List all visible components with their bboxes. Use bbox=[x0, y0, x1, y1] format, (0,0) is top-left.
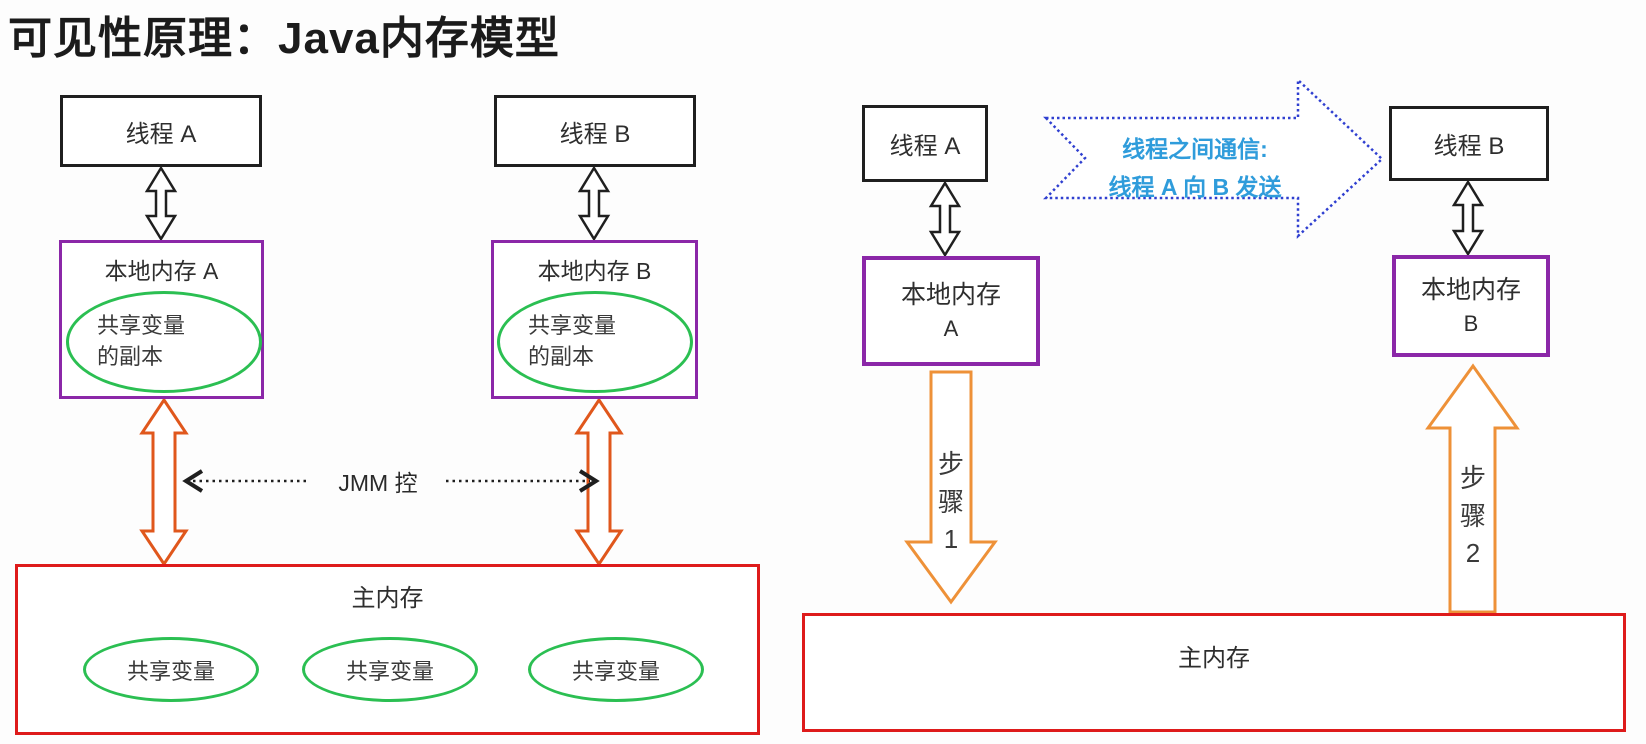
right-thread-a-label: 线程 A bbox=[889, 133, 961, 160]
left-thread-a-box: 线程 A bbox=[60, 95, 262, 167]
right-local-memory-a-line2: A bbox=[943, 316, 959, 342]
right-thread-b-box: 线程 B bbox=[1389, 106, 1549, 181]
black-double-arrow-b-icon bbox=[577, 165, 611, 242]
black-double-arrow-a-icon bbox=[144, 165, 178, 242]
left-local-memory-b-label: 本地内存 B bbox=[537, 258, 652, 284]
left-thread-b-label: 线程 B bbox=[559, 120, 631, 148]
shared-variable-label: 共享变量 bbox=[571, 658, 660, 684]
shared-variable-copy-ellipse-b: 共享变量 的副本 bbox=[497, 291, 693, 393]
shared-variable-ellipse-2: 共享变量 bbox=[302, 637, 478, 702]
comm-line-1: 线程之间通信: bbox=[1122, 136, 1268, 162]
right-local-memory-b-line2: B bbox=[1463, 311, 1479, 337]
shared-variable-label: 共享变量 bbox=[126, 658, 215, 684]
right-local-memory-a-box: 本地内存 A bbox=[862, 256, 1040, 366]
step2-up-arrow-icon bbox=[1425, 363, 1520, 614]
step2-label: 步骤2 bbox=[1459, 463, 1486, 569]
right-main-memory-box: 主内存 bbox=[802, 613, 1626, 732]
shared-variable-ellipse-3: 共享变量 bbox=[528, 637, 704, 702]
copy-line-1: 共享变量 bbox=[97, 313, 186, 339]
step1-down-arrow-icon bbox=[904, 370, 998, 605]
copy-line-2: 的副本 bbox=[528, 344, 595, 369]
left-main-memory-label: 主内存 bbox=[351, 585, 424, 612]
shared-variable-ellipse-1: 共享变量 bbox=[83, 637, 259, 702]
orange-double-arrow-a-icon bbox=[139, 397, 189, 567]
jmm-dotted-arrow-right-head-icon bbox=[578, 469, 600, 493]
page-title: 可见性原理：Java内存模型 bbox=[8, 14, 560, 63]
shared-variable-copy-ellipse-a: 共享变量 的副本 bbox=[66, 291, 262, 393]
jmm-dotted-arrow-left-head-icon bbox=[182, 469, 204, 493]
comm-line-2: 线程 A 向 B 发送 bbox=[1108, 174, 1282, 200]
jmm-control-label: JMM 控 bbox=[338, 470, 418, 496]
copy-line-1: 共享变量 bbox=[528, 313, 617, 339]
copy-line-2: 的副本 bbox=[97, 344, 164, 369]
black-double-arrow-right-a-icon bbox=[928, 180, 962, 258]
right-thread-b-label: 线程 B bbox=[1433, 133, 1505, 160]
left-thread-b-box: 线程 B bbox=[494, 95, 696, 167]
right-local-memory-b-box: 本地内存 B bbox=[1392, 255, 1550, 357]
right-main-memory-label: 主内存 bbox=[1178, 645, 1250, 672]
thread-communication-text: 线程之间通信: 线程 A 向 B 发送 bbox=[1088, 130, 1302, 206]
thread-communication-arrow-icon bbox=[1043, 77, 1384, 239]
shared-variable-label: 共享变量 bbox=[345, 658, 434, 684]
left-local-memory-a-label: 本地内存 A bbox=[104, 258, 219, 284]
step1-label: 步骤1 bbox=[937, 449, 964, 555]
left-thread-a-label: 线程 A bbox=[125, 120, 197, 148]
right-local-memory-a-line1: 本地内存 bbox=[900, 280, 1001, 309]
black-double-arrow-right-b-icon bbox=[1451, 179, 1485, 257]
right-thread-a-box: 线程 A bbox=[862, 105, 988, 182]
right-local-memory-b-line1: 本地内存 bbox=[1420, 275, 1521, 304]
